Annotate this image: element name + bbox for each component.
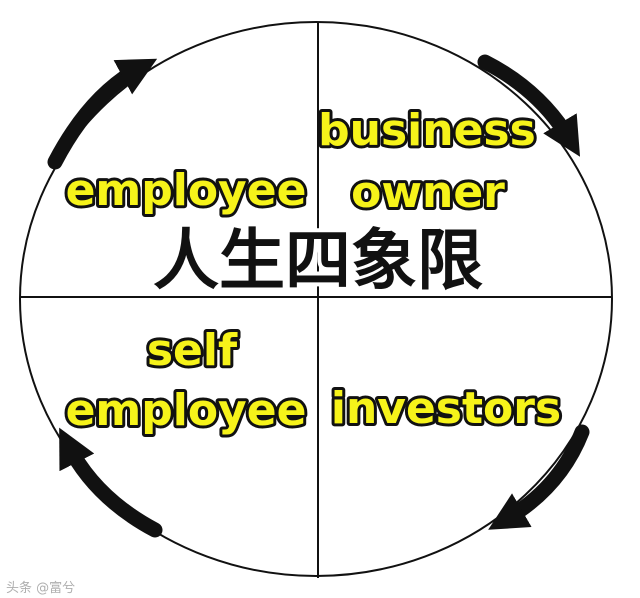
label-employee: employee bbox=[66, 165, 307, 216]
label-business: business bbox=[318, 105, 536, 156]
quadrant-circle bbox=[19, 21, 613, 577]
curved-arrow-top-left-icon bbox=[47, 58, 158, 170]
label-self-employee: employee bbox=[66, 385, 307, 436]
curved-arrow-bottom-right-icon bbox=[488, 424, 590, 530]
center-title: 人生四象限 bbox=[153, 222, 483, 299]
label-investors: investors bbox=[331, 383, 561, 434]
curved-arrow-bottom-left-icon bbox=[59, 427, 163, 538]
label-self: self bbox=[147, 325, 238, 376]
curved-arrow-top-right-icon bbox=[477, 54, 581, 157]
watermark: 头条 @富兮 bbox=[6, 580, 75, 596]
label-owner: owner bbox=[351, 167, 505, 218]
